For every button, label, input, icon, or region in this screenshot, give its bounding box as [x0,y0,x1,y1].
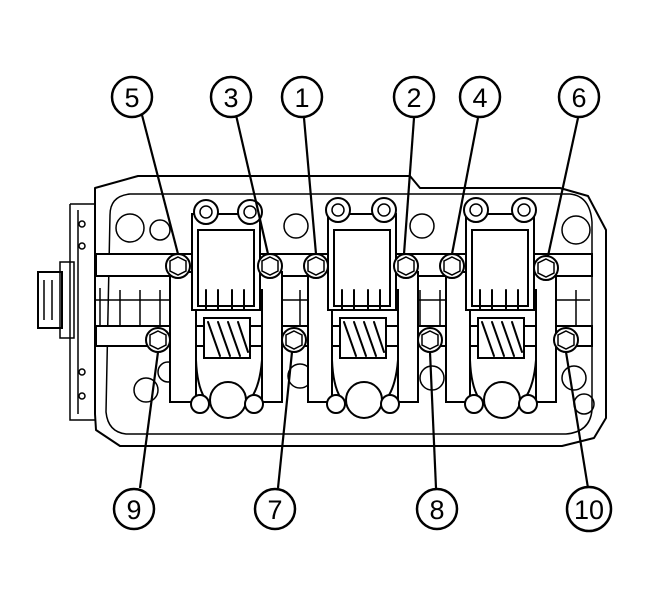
leader-1 [302,117,318,255]
valve-assembly-center [307,197,419,419]
label-1: 1 [280,75,324,119]
label-8-text: 8 [429,495,444,525]
bolt-sequence-labels: 5 3 1 2 4 6 9 7 [110,75,613,533]
bolt-9 [145,327,171,353]
bolt-2 [393,253,419,279]
leader-8 [428,351,438,489]
label-9-text: 9 [126,495,141,525]
label-1-text: 1 [294,83,309,113]
leader-10 [564,351,590,489]
leader-5 [140,114,180,255]
leader-7 [276,351,294,489]
label-2: 2 [392,75,436,119]
leader-6 [546,117,580,257]
label-9: 9 [112,487,156,531]
bolt-3 [257,253,283,279]
label-3: 3 [209,75,253,119]
label-6-text: 6 [571,83,586,113]
label-4-text: 4 [472,83,487,113]
bolt-7 [281,327,307,353]
leader-9 [138,351,160,489]
bolt-1 [303,253,329,279]
label-3-text: 3 [223,83,238,113]
bolt-8 [417,327,443,353]
label-2-text: 2 [406,83,421,113]
label-6: 6 [557,75,601,119]
bolt-4 [439,253,465,279]
valve-assembly-right [445,197,557,419]
label-5: 5 [110,75,154,119]
leader-3 [234,114,270,255]
bolt-10 [553,327,579,353]
valve-assembly-left [169,199,283,419]
bolt-5 [165,253,191,279]
leader-lines [138,114,590,489]
label-4: 4 [458,75,502,119]
label-10-text: 10 [574,495,604,525]
label-7-text: 7 [267,495,282,525]
label-7: 7 [253,487,297,531]
label-8: 8 [415,487,459,531]
bolt-6 [533,255,559,281]
leader-2 [402,117,416,255]
leader-4 [450,117,480,255]
label-10: 10 [565,485,613,533]
label-5-text: 5 [124,83,139,113]
